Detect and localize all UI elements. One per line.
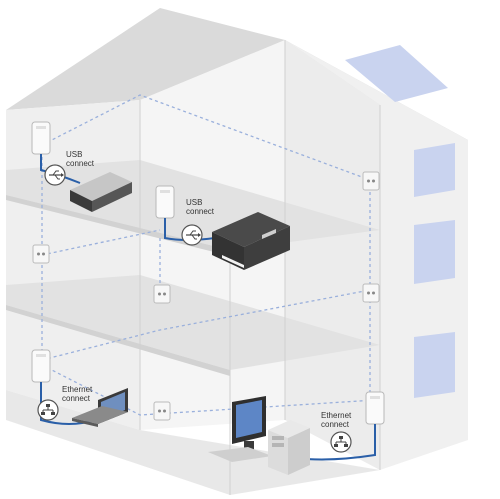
- roof-left: [6, 8, 285, 110]
- label-line: connect: [66, 159, 95, 168]
- usb-connect-label-middle: USB connect: [186, 198, 214, 216]
- laptop: [72, 388, 128, 427]
- windows: [345, 45, 455, 398]
- power-outlets: [32, 171, 380, 421]
- usb-icon: [44, 164, 66, 186]
- powerline-adapter-bottom-left: [31, 349, 51, 383]
- power-outlet-icon: [362, 171, 380, 191]
- power-outlet-icon: [153, 284, 171, 304]
- ethernet-network-icon: [330, 431, 352, 453]
- usb-connect-label-top: USB connect: [66, 150, 94, 168]
- usb-icon: [181, 224, 203, 246]
- window-bottom: [414, 332, 455, 398]
- powerline-adapter-bottom-right: [365, 391, 385, 425]
- powerline-adapter-top-left: [31, 121, 51, 155]
- window-middle: [414, 220, 455, 284]
- network-storage-device: [70, 172, 132, 212]
- floor-1-edge: [6, 195, 230, 256]
- powerline-adapter-middle: [155, 185, 175, 219]
- power-outlet-icon: [153, 401, 171, 421]
- label-line: Ethernet: [321, 411, 352, 420]
- ethernet-connect-label-left: Ethernet connect: [62, 385, 92, 403]
- power-outlet-icon: [362, 283, 380, 303]
- label-line: USB: [66, 150, 83, 159]
- ethernet-network-icon: [37, 399, 59, 421]
- label-line: USB: [186, 198, 203, 207]
- power-outlet-icon: [32, 244, 50, 264]
- window-top: [414, 143, 455, 197]
- powerline-adapters: [31, 121, 385, 425]
- desktop-computer: [208, 396, 310, 475]
- printer: [212, 212, 290, 270]
- floor-2: [6, 275, 380, 370]
- label-line: connect: [321, 420, 350, 429]
- label-line: Ethernet: [62, 385, 93, 394]
- label-line: connect: [62, 394, 91, 403]
- label-line: connect: [186, 207, 215, 216]
- roof-window: [345, 45, 448, 102]
- ethernet-connect-label-right: Ethernet connect: [321, 411, 351, 429]
- gable-front: [285, 40, 380, 470]
- house: [6, 8, 468, 495]
